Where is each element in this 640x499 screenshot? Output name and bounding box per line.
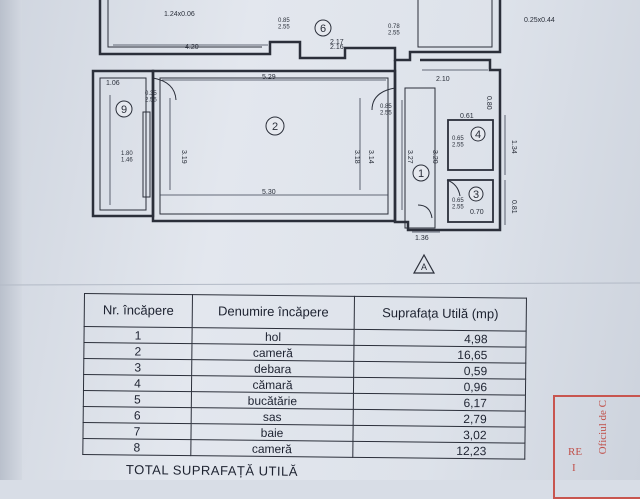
col-header-name: Denumire încăpere (192, 294, 355, 330)
cell-name: sas (191, 407, 354, 426)
cell-nr: 7 (82, 422, 192, 440)
cell-name: debara (191, 359, 354, 378)
cell-name: cameră (191, 343, 354, 362)
cell-area: 0,96 (353, 377, 526, 396)
room-2-outline (151, 69, 397, 223)
cell-area: 16,65 (353, 345, 526, 364)
dim-v8: 0.80 (485, 96, 492, 110)
cell-name: cămară (191, 375, 354, 394)
cell-nr: 3 (83, 358, 192, 376)
north-arrow-icon: A (412, 253, 436, 274)
stamp-text-2: RE (568, 446, 583, 458)
dim-8: 2.17 (330, 39, 344, 46)
dim-v5: 3.20 (431, 150, 438, 164)
dim-4: 5.29 (262, 74, 276, 81)
cell-nr: 5 (83, 390, 192, 408)
cell-area: 3,02 (352, 425, 526, 444)
svg-text:A: A (421, 262, 427, 272)
cell-nr: 4 (83, 374, 192, 392)
total-area-label: TOTAL SUPRAFAȚĂ UTILĂ (125, 462, 299, 479)
dim-1: 1.24x0.06 (164, 11, 195, 18)
cell-name: bucătărie (191, 391, 354, 410)
dim-12: 0.61 (460, 113, 474, 120)
dim-7: 2.16 (330, 44, 344, 51)
room-2-number: 2 (272, 121, 278, 133)
dim-v3: 3.14 (367, 150, 374, 164)
cell-area: 12,23 (352, 441, 525, 460)
dim-v4: 3.27 (406, 150, 413, 164)
cell-nr: 1 (83, 326, 193, 344)
room-9-outline (91, 69, 155, 218)
stamp-text-vertical: Oficiul de C (597, 400, 609, 455)
room-3-number: 3 (473, 189, 479, 201)
floor-plan: 1.24x0.06 4.20 0.25x0.44 5.29 1.06 5.30 … (0, 0, 640, 286)
cell-nr: 6 (83, 406, 192, 424)
room-6-number: 6 (320, 23, 326, 35)
cell-area: 0,59 (353, 361, 526, 380)
dim-2: 4.20 (185, 44, 199, 51)
col-header-nr: Nr. încăpere (84, 293, 193, 328)
dim-v1: 3.19 (180, 150, 187, 164)
room-1-number: 1 (418, 168, 424, 180)
dim-3: 0.25x0.44 (524, 17, 555, 24)
cell-area: 6,17 (353, 393, 526, 412)
room-4-number: 4 (475, 129, 481, 141)
dim-6: 5.30 (262, 189, 276, 196)
cell-name: hol (191, 327, 355, 346)
dim-9: 2.10 (436, 76, 450, 83)
room-9-number: 9 (121, 104, 127, 116)
table-header-row: Nr. încăpere Denumire încăpere Suprafața… (84, 293, 527, 332)
cell-name: baie (190, 423, 354, 442)
cell-area: 4,98 (353, 329, 527, 348)
dim-v2: 3.18 (353, 150, 360, 164)
col-header-area: Suprafața Utilă (mp) (354, 296, 527, 332)
dim-10: 1.36 (415, 235, 429, 242)
cell-nr: 8 (82, 438, 191, 456)
dim-5: 1.06 (106, 80, 120, 87)
cell-area: 2,79 (353, 409, 526, 428)
stamp-text-3: I (572, 462, 576, 474)
dim-11: 0.70 (470, 209, 484, 216)
dim-v7: 0.81 (510, 200, 517, 214)
sheet-edge (0, 0, 22, 480)
dim-v6: 1.34 (510, 140, 517, 154)
cell-nr: 2 (83, 342, 192, 360)
rooms-table: Nr. încăpere Denumire încăpere Suprafața… (82, 293, 527, 460)
cell-name: cameră (190, 439, 353, 458)
